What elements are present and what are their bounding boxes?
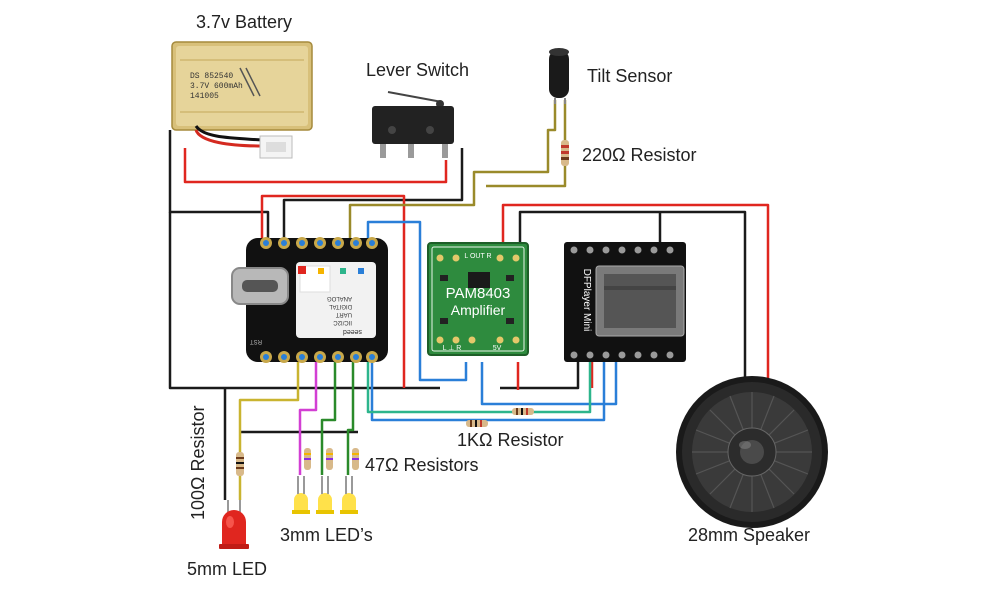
wires [168,100,770,500]
resistor-100-label: 100Ω Resistor [188,405,208,520]
led-wire-green-1 [320,362,337,475]
ground-wire-amp-df [500,362,580,390]
resistor-100 [236,452,244,476]
signal-wire-teal [366,362,592,414]
mcu-brand: seeed [343,328,362,335]
speaker [676,376,828,528]
tilt-sensor-label: Tilt Sensor [587,66,673,86]
battery-print-line3: 141005 [190,92,219,101]
mcu-reset-label: RST [250,338,262,344]
mcu-row-uart: UART [335,311,352,317]
led-wire-magenta [298,362,318,475]
tilt-sensor [549,48,569,104]
resistors-47-label: 47Ω Resistors [365,455,479,475]
leds-3mm [292,476,358,514]
mcu-top-pins [260,237,378,249]
tilt-sensor-wire-2 [486,100,567,188]
battery: DS 852540 3.7V 600mAh 141005 [171,41,313,159]
amp-top-label: L OUT R [464,253,491,260]
ground-wire-switch [282,148,464,238]
battery-label: 3.7v Battery [196,12,293,32]
led-5mm [219,500,249,549]
resistor-220 [561,140,569,166]
power-wire-mcu [260,194,406,388]
battery-print-line2: 3.7V 600mAh [190,82,243,91]
led-5mm-label: 5mm LED [187,559,268,579]
ground-wire-battery [168,212,440,390]
mcu-bottom-pins [260,351,378,363]
ground-wire-top [518,210,747,392]
power-wire-battery [183,148,448,184]
signal-wire-blue [366,220,468,382]
mcu-row-analog: ANALOG [327,295,352,301]
dfplayer-board: DFPlayer Mini [564,242,686,362]
amp-name: PAM8403 [446,285,511,302]
amp-subtitle: Amplifier [451,302,506,318]
battery-print-line1: DS 852540 [190,72,233,81]
resistors-47 [304,448,359,470]
dfplayer-name: DFPlayer Mini [581,269,592,332]
power-wire-speaker [501,203,770,392]
amplifier-board: L OUT R PAM8403 Amplifier L ⊥ R 5V [427,242,529,356]
amp-bottom-label: L ⊥ R [443,345,462,352]
led-wire-yellow [238,362,300,500]
amp-power-label: 5V [493,345,502,352]
signal-wire-blue-2 [370,362,606,422]
lever-switch [372,91,454,158]
resistor-1k [466,408,534,427]
tilt-sensor-wire [348,100,557,238]
ground-wire-left [168,130,270,238]
mcu-row-i2c: IIC/I2C [333,319,352,325]
resistor-1k-label: 1KΩ Resistor [457,430,564,450]
led-wire-green-2 [346,362,355,475]
signal-wire-blue-3 [480,362,618,406]
lever-switch-label: Lever Switch [366,60,470,80]
mcu-row-digital: DIGITAL [328,303,352,309]
resistor-220-label: 220Ω Resistor [582,145,697,165]
speaker-label: 28mm Speaker [688,525,811,545]
leds-3mm-label: 3mm LED’s [280,525,373,545]
microcontroller-board: ANALOG DIGITAL UART IIC/I2C seeed RST [231,237,388,363]
